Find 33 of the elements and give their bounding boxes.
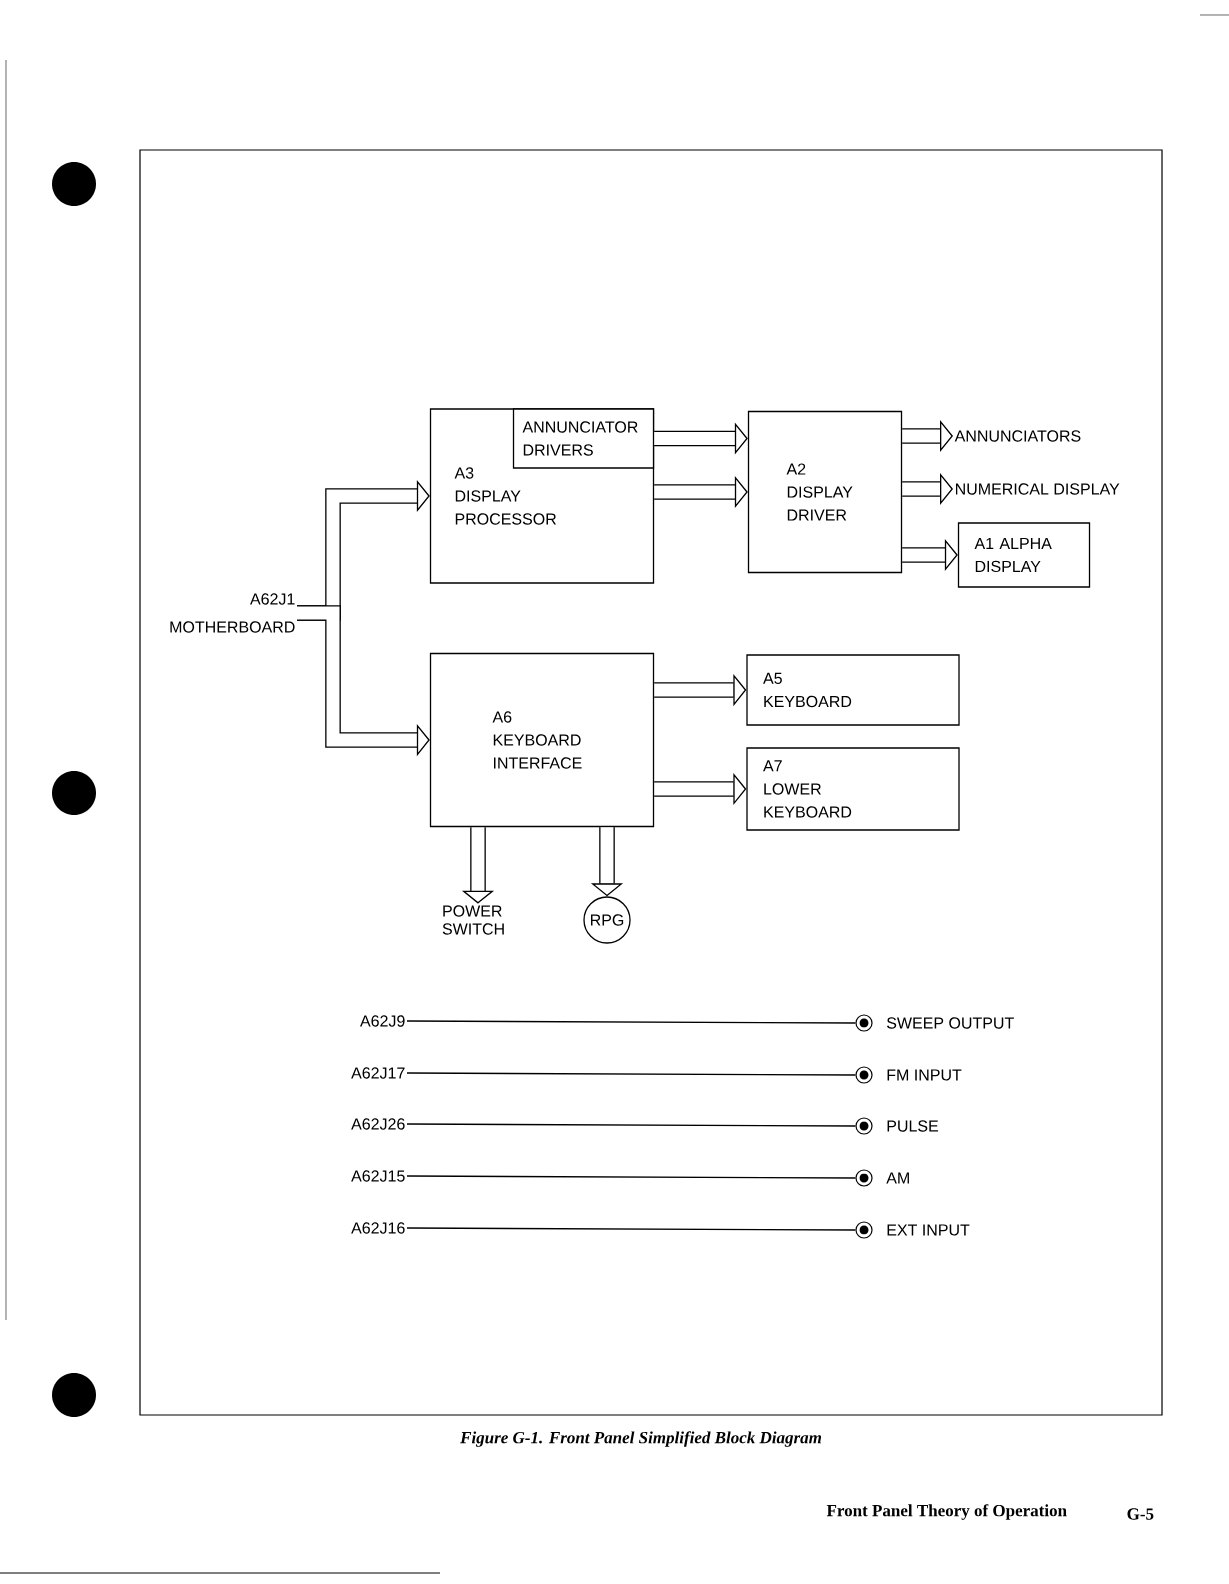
block-box: A5 KEYBOARD [746,654,960,726]
block-box: A1 ALPHA DISPLAY [957,522,1091,588]
jack-symbol [855,1066,873,1084]
jack-symbol [855,1014,873,1032]
jack-symbol [855,1169,873,1187]
footer-text: G-5 [1127,1508,1154,1520]
connector-label: PULSE [887,1120,939,1132]
connector-label: FM INPUT [887,1069,962,1081]
connector-label: A62J17 [351,1067,405,1079]
output-label: ANNUNCIATORS [954,430,1081,442]
block-box: A2 DISPLAY DRIVER [747,410,903,574]
jack-symbol [855,1117,873,1135]
jack-symbol [855,1221,873,1239]
connector-label: EXT INPUT [887,1224,970,1236]
connector-label: SWEEP OUTPUT [887,1017,1014,1029]
output-label: POWER SWITCH [442,905,504,935]
footer-text: Front Panel Theory of Operation [826,1504,1067,1520]
signal-line [406,1020,857,1024]
signal-line [406,1123,857,1127]
connector-label: A62J16 [351,1222,405,1234]
signal-line [406,1175,857,1179]
connector-label: A62J1 MOTHERBOARD [170,593,295,633]
signal-line [406,1072,857,1076]
connector-label: AM [886,1172,909,1184]
block-box: A7 LOWER KEYBOARD [746,747,960,831]
block-box: A6 KEYBOARD INTERFACE [429,652,655,828]
figure-caption: Figure G-1. Front Panel Simplified Block Diagram [460,1431,822,1447]
output-label: NUMERICAL DISPLAY [956,483,1120,495]
connector-label: A62J9 [360,1015,405,1027]
connector-label: A62J15 [351,1170,405,1182]
connector-label: A62J26 [351,1118,405,1130]
block-box: ANNUNCIATOR DRIVERS [512,408,655,469]
signal-line [406,1227,857,1231]
